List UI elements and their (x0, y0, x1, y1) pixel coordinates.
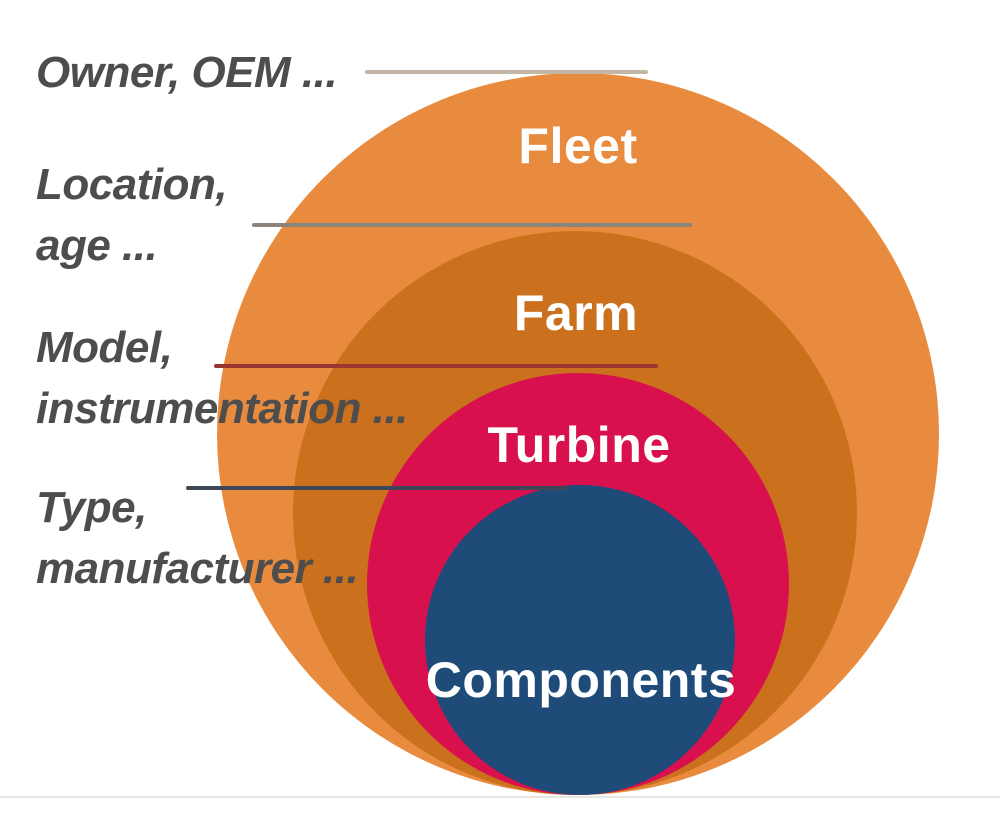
annotation-type-manufacturer: Type, manufacturer ... (36, 477, 359, 599)
annotation-owner-oem-line1: Owner, OEM ... (36, 48, 338, 97)
annotation-model-line2: instrumentation ... (36, 384, 408, 433)
components-circle (425, 485, 735, 795)
slide-bottom-edge (0, 796, 1000, 798)
annotation-model-instrumentation: Model, instrumentation ... (36, 317, 408, 439)
leader-line-owner-oem (365, 70, 648, 74)
leader-line-location-age (252, 223, 692, 227)
annotation-model-line1: Model, (36, 323, 173, 372)
leader-line-model-instrumentation (214, 364, 658, 368)
annotation-location-line1: Location, (36, 160, 228, 209)
farm-label: Farm (513, 285, 639, 341)
annotation-location-line2: age ... (36, 221, 158, 270)
components-label: Components (425, 652, 737, 708)
turbine-label: Turbine (487, 417, 671, 473)
annotation-type-line1: Type, (36, 483, 147, 532)
annotation-type-line2: manufacturer ... (36, 544, 359, 593)
annotation-owner-oem: Owner, OEM ... (36, 42, 338, 103)
fleet-label: Fleet (518, 118, 638, 174)
leader-line-type-manufacturer (186, 486, 568, 490)
annotation-location-age: Location, age ... (36, 154, 228, 276)
